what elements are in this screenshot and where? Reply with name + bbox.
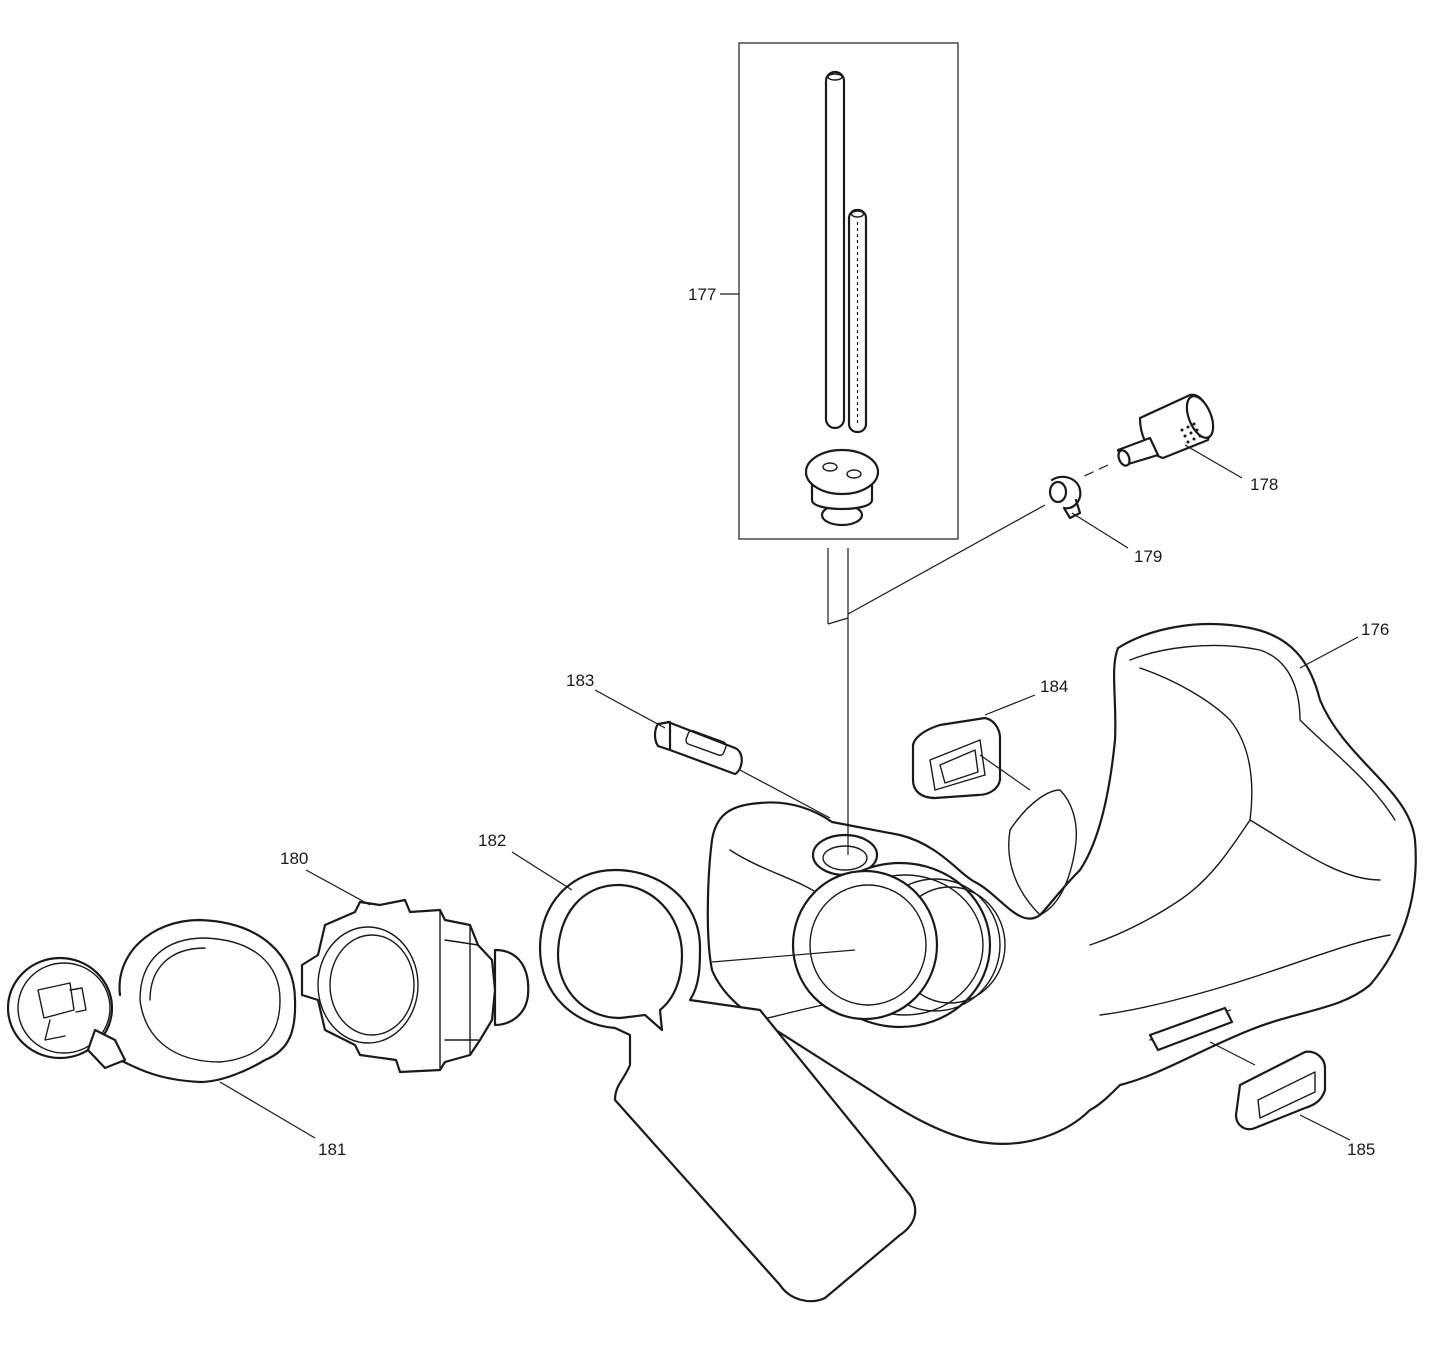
- hose-clamp-icon: [1048, 475, 1082, 520]
- callout-176: 176: [1361, 620, 1389, 639]
- fuel-cap-strap-icon: [6, 918, 297, 1084]
- fuel-tank-icon: [706, 622, 1417, 1145]
- callout-184: 184: [1040, 677, 1068, 696]
- small-plug-icon: [653, 720, 743, 776]
- rubber-mount-icon: [1234, 1050, 1327, 1131]
- fuel-hose-grommet-kit-icon: [738, 42, 959, 540]
- rubber-mount-icon: [911, 716, 1002, 800]
- callout-185: 185: [1347, 1140, 1375, 1159]
- callout-181: 181: [318, 1140, 346, 1159]
- gasket-tag-icon: [538, 868, 917, 1303]
- tank-neck-ring-icon: [300, 898, 530, 1074]
- callout-177: 177: [688, 285, 716, 304]
- callout-178: 178: [1250, 475, 1278, 494]
- callout-180: 180: [280, 849, 308, 868]
- fuel-filter-icon: [1116, 393, 1215, 467]
- callout-182: 182: [478, 831, 506, 850]
- callout-179: 179: [1134, 547, 1162, 566]
- callout-183: 183: [566, 671, 594, 690]
